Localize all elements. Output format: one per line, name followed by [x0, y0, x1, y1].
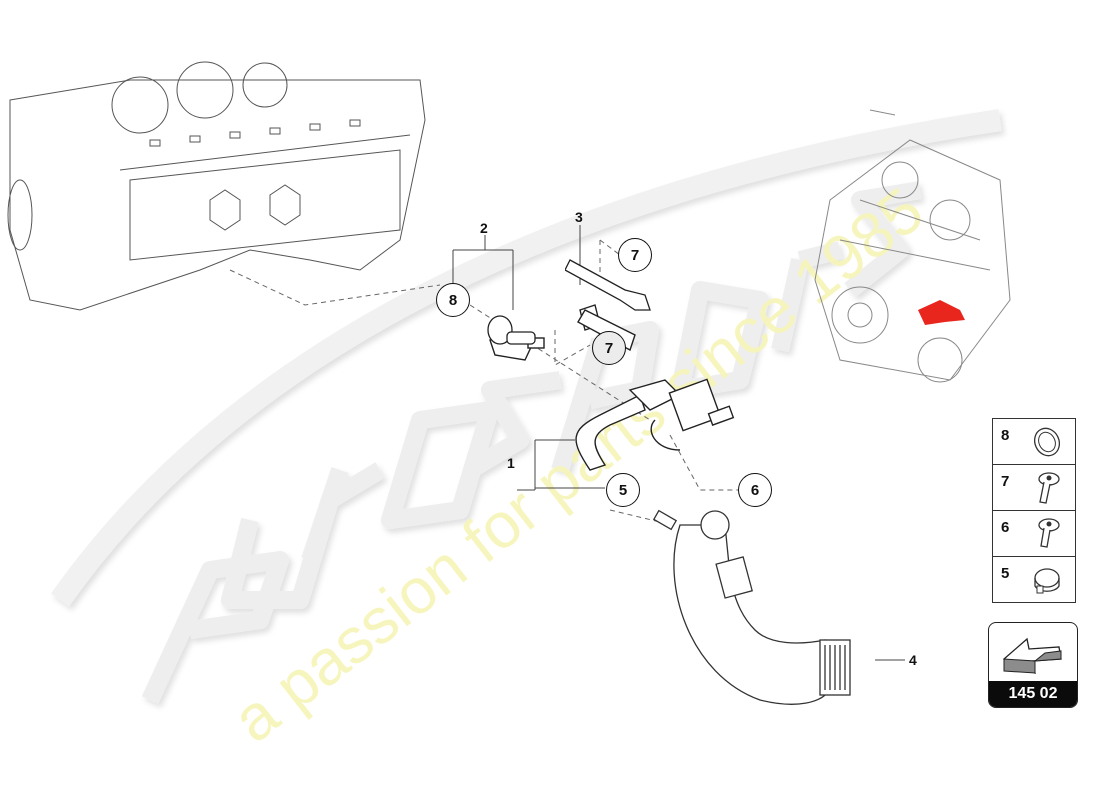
part-label-1[interactable]: 1 [507, 455, 515, 471]
callout-7-bottom[interactable]: 7 [592, 331, 626, 365]
hose-clamp-icon [1034, 568, 1060, 594]
legend-number: 8 [1001, 427, 1010, 444]
legend-number: 7 [1001, 473, 1010, 490]
highlighted-part [918, 300, 965, 325]
legend-row-5[interactable]: 5 [993, 557, 1075, 602]
callout-5[interactable]: 5 [606, 473, 640, 507]
check-valve [487, 315, 536, 345]
breather-pipe [565, 259, 651, 311]
callout-7-top[interactable]: 7 [618, 238, 652, 272]
part-label-3[interactable]: 3 [575, 209, 583, 225]
torx-bolt-icon [1038, 518, 1060, 548]
section-navigation-button[interactable]: 145 02 [988, 622, 1078, 708]
ring-seal-icon [1033, 427, 1061, 457]
torx-bolt-icon [1038, 472, 1060, 504]
arrow-left-icon [1002, 637, 1062, 675]
parts-legend: 8 7 6 5 [992, 418, 1076, 603]
legend-row-6[interactable]: 6 [993, 511, 1075, 557]
part-label-2[interactable]: 2 [480, 220, 488, 236]
legend-number: 6 [1001, 519, 1010, 536]
part-label-4[interactable]: 4 [909, 652, 917, 668]
callout-8[interactable]: 8 [436, 283, 470, 317]
engine-overview-illustration [814, 109, 1011, 383]
intake-duct [652, 509, 851, 705]
callout-6[interactable]: 6 [738, 473, 772, 507]
legend-row-7[interactable]: 7 [993, 465, 1075, 511]
legend-row-8[interactable]: 8 [993, 419, 1075, 465]
legend-number: 5 [1001, 565, 1010, 582]
section-code: 145 02 [989, 681, 1077, 707]
engine-block-illustration [7, 61, 426, 311]
